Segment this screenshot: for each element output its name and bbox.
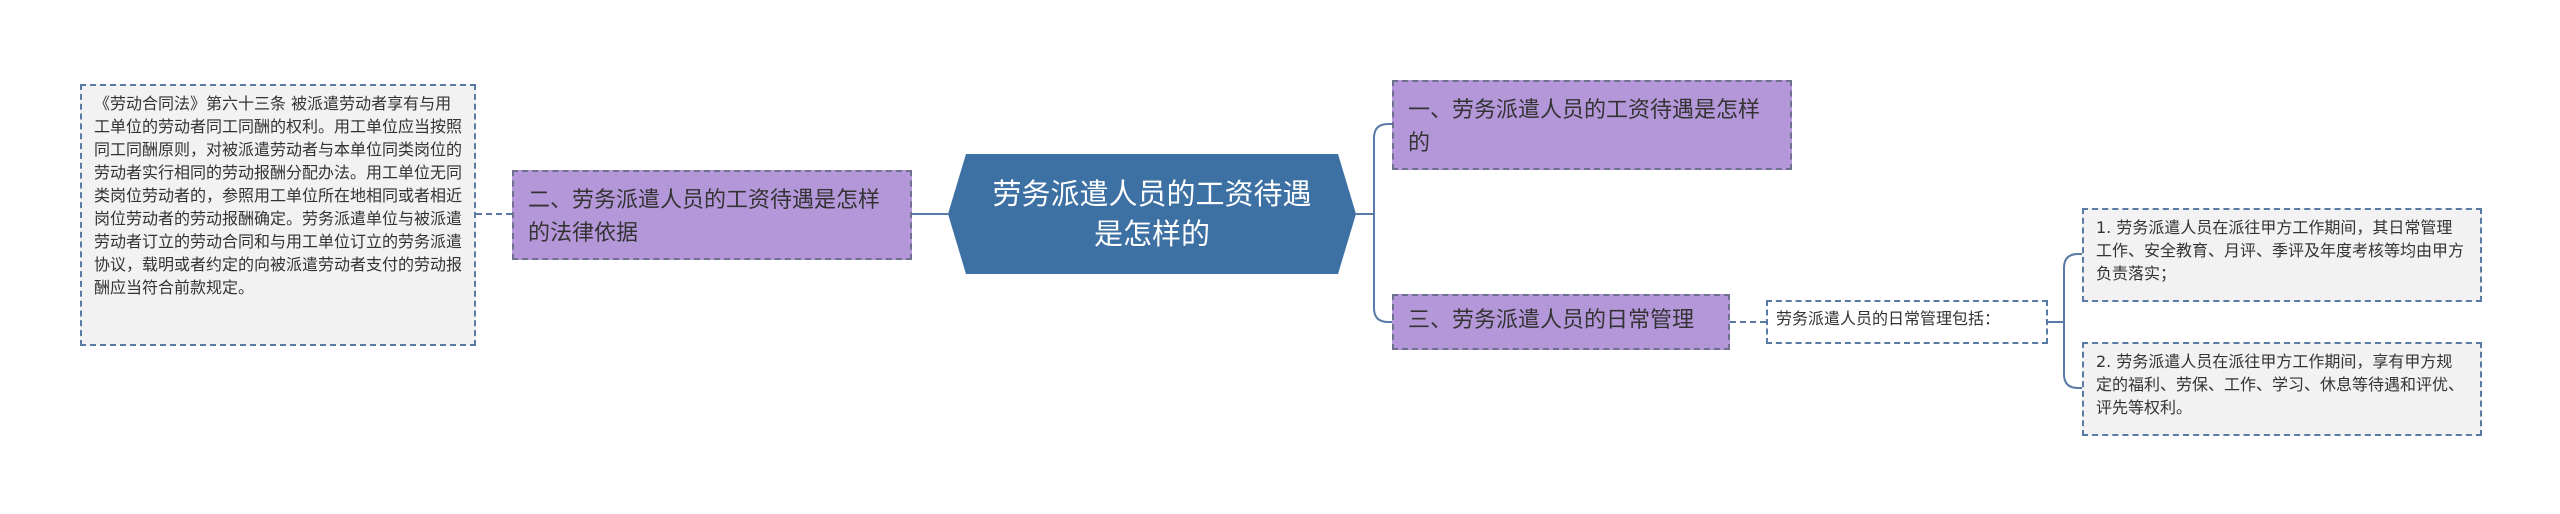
- note-management-item-2-text: 2. 劳务派遣人员在派往甲方工作期间，享有甲方规定的福利、劳保、工作、学习、休息…: [2096, 352, 2465, 417]
- note-management-item-1-text: 1. 劳务派遣人员在派往甲方工作期间，其日常管理工作、安全教育、月评、季评及年度…: [2096, 218, 2465, 283]
- note-management-intro-text: 劳务派遣人员的日常管理包括：: [1776, 309, 2001, 328]
- central-topic-label: 劳务派遣人员的工资待遇是怎样的: [992, 177, 1312, 251]
- note-management-intro[interactable]: 劳务派遣人员的日常管理包括：: [1766, 300, 2048, 344]
- note-labor-contract-law[interactable]: 《劳动合同法》第六十三条 被派遣劳动者享有与用工单位的劳动者同工同酬的权利。用工…: [80, 84, 476, 346]
- note-management-item-2[interactable]: 2. 劳务派遣人员在派往甲方工作期间，享有甲方规定的福利、劳保、工作、学习、休息…: [2082, 342, 2482, 436]
- branch-legal-basis-label: 二、劳务派遣人员的工资待遇是怎样的法律依据: [528, 188, 881, 246]
- central-topic[interactable]: 劳务派遣人员的工资待遇是怎样的: [948, 154, 1356, 274]
- note-labor-contract-law-text: 《劳动合同法》第六十三条 被派遣劳动者享有与用工单位的劳动者同工同酬的权利。用工…: [94, 94, 463, 297]
- branch-legal-basis[interactable]: 二、劳务派遣人员的工资待遇是怎样的法律依据: [512, 170, 912, 260]
- branch-daily-management-label: 三、劳务派遣人员的日常管理: [1408, 308, 1695, 333]
- branch-daily-management[interactable]: 三、劳务派遣人员的日常管理: [1392, 294, 1730, 350]
- branch-wage-treatment-label: 一、劳务派遣人员的工资待遇是怎样的: [1408, 98, 1761, 156]
- branch-wage-treatment[interactable]: 一、劳务派遣人员的工资待遇是怎样的: [1392, 80, 1792, 170]
- note-management-item-1[interactable]: 1. 劳务派遣人员在派往甲方工作期间，其日常管理工作、安全教育、月评、季评及年度…: [2082, 208, 2482, 302]
